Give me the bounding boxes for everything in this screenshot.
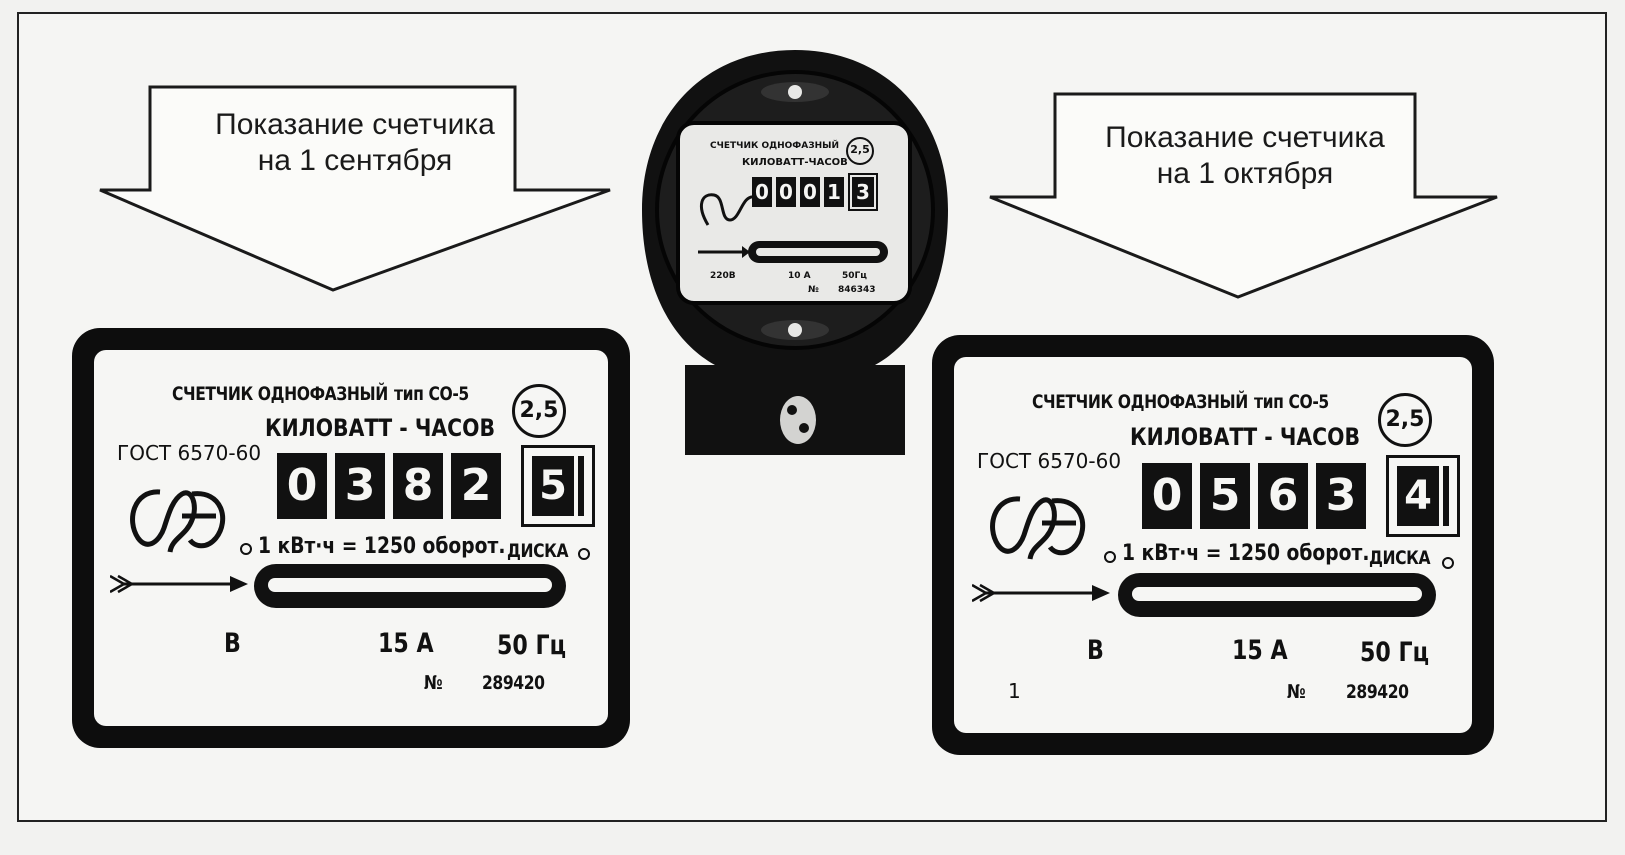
right-number-label: № <box>1287 681 1306 703</box>
left-type: тип СО-5 <box>394 383 469 405</box>
left-screw-left <box>240 543 252 555</box>
right-flow-arrow <box>972 583 1110 603</box>
right-screw-right <box>1442 557 1454 569</box>
left-arrow-label: Показание счетчика на 1 сентября <box>95 107 615 179</box>
left-voltage: В <box>224 628 241 659</box>
left-meter-disk <box>254 564 566 608</box>
center-digit-2: 0 <box>776 177 796 207</box>
left-label-line2: на 1 сентября <box>257 144 453 177</box>
right-label-line2: на 1 октября <box>1156 157 1334 190</box>
right-digit-last: 4 <box>1397 466 1439 526</box>
left-digit-1: 0 <box>277 453 327 519</box>
left-ratio: 1 кВт·ч = 1250 оборот. <box>258 534 506 559</box>
left-header: СЧЕТЧИК ОДНОФАЗНЫЙ <box>172 383 388 405</box>
center-header: СЧЕТЧИК ОДНОФАЗНЫЙ <box>710 141 839 151</box>
left-digit-last: 5 <box>532 456 574 516</box>
right-serial: 289420 <box>1346 681 1409 703</box>
center-digit-4: 1 <box>824 177 844 207</box>
right-digits: 0 5 6 3 4 <box>1142 455 1460 537</box>
center-meter: СЧЕТЧИК ОДНОФАЗНЫЙ КИЛОВАТТ-ЧАСОВ 2,5 0 … <box>630 45 960 485</box>
center-frequency: 50Гц <box>842 271 867 281</box>
right-meter-disk <box>1118 573 1436 617</box>
right-voltage: В <box>1087 635 1104 666</box>
left-arrow: Показание счетчика на 1 сентября <box>95 85 615 295</box>
right-current: 15 А <box>1232 635 1288 666</box>
right-label-line1: Показание счетчика <box>1105 121 1385 154</box>
left-label-line1: Показание счетчика <box>215 108 495 141</box>
right-accuracy-badge: 2,5 <box>1378 393 1432 447</box>
left-digit-3: 8 <box>393 453 443 519</box>
left-digits: 0 3 8 2 5 <box>277 445 595 527</box>
right-disk-label: ДИСКА <box>1369 547 1431 569</box>
left-disk-label: ДИСКА <box>507 540 569 562</box>
center-serial: 846343 <box>838 285 876 295</box>
center-number-label: № <box>808 285 819 295</box>
left-manufacturer-logo <box>130 489 226 553</box>
left-meter-panel: СЧЕТЧИК ОДНОФАЗНЫЙ тип СО-5 2,5 КИЛОВАТТ… <box>72 328 630 748</box>
right-header: СЧЕТЧИК ОДНОФАЗНЫЙ <box>1032 391 1248 413</box>
right-arrow: Показание счетчика на 1 октября <box>985 92 1505 302</box>
right-digit-2: 5 <box>1200 463 1250 529</box>
left-digit-2: 3 <box>335 453 385 519</box>
left-disk-slot <box>268 578 552 592</box>
center-digit-1: 0 <box>752 177 772 207</box>
center-accuracy-badge: 2,5 <box>846 137 874 165</box>
right-disk-slot <box>1132 587 1422 601</box>
right-gost: ГОСТ 6570-60 <box>977 449 1122 473</box>
left-digit-4: 2 <box>451 453 501 519</box>
left-number-label: № <box>424 672 443 694</box>
center-digit-3: 0 <box>800 177 820 207</box>
right-digit-4: 3 <box>1316 463 1366 529</box>
right-frequency: 50 Гц <box>1360 637 1430 668</box>
left-gost: ГОСТ 6570-60 <box>117 441 262 465</box>
left-current: 15 А <box>378 628 434 659</box>
left-frequency: 50 Гц <box>497 630 567 661</box>
right-digit-3: 6 <box>1258 463 1308 529</box>
right-screw-left <box>1104 551 1116 563</box>
right-arrow-label: Показание счетчика на 1 октября <box>985 120 1505 192</box>
right-manufacturer-logo <box>990 496 1086 560</box>
left-digit-last-window: 5 <box>521 445 595 527</box>
right-digit-last-drum <box>1443 466 1449 526</box>
left-digit-last-drum <box>578 456 584 516</box>
center-voltage: 220В <box>710 271 736 281</box>
left-serial: 289420 <box>482 672 545 694</box>
left-screw-right <box>578 548 590 560</box>
left-flow-arrow <box>110 574 248 594</box>
center-subtitle: КИЛОВАТТ-ЧАСОВ <box>742 157 848 168</box>
right-subtitle: КИЛОВАТТ - ЧАСОВ <box>1130 423 1361 451</box>
left-subtitle: КИЛОВАТТ - ЧАСОВ <box>265 414 496 442</box>
right-corner-mark: 1 <box>1008 679 1021 703</box>
right-digit-last-window: 4 <box>1386 455 1460 537</box>
right-type: тип СО-5 <box>1254 391 1329 413</box>
center-current: 10 А <box>788 271 811 281</box>
right-digit-1: 0 <box>1142 463 1192 529</box>
center-digit-last: 3 <box>848 173 878 211</box>
center-digits: 0 0 0 1 3 <box>752 173 882 211</box>
right-meter-panel: СЧЕТЧИК ОДНОФАЗНЫЙ тип СО-5 2,5 КИЛОВАТТ… <box>932 335 1494 755</box>
left-accuracy-badge: 2,5 <box>512 384 566 438</box>
right-ratio: 1 кВт·ч = 1250 оборот. <box>1122 541 1370 566</box>
